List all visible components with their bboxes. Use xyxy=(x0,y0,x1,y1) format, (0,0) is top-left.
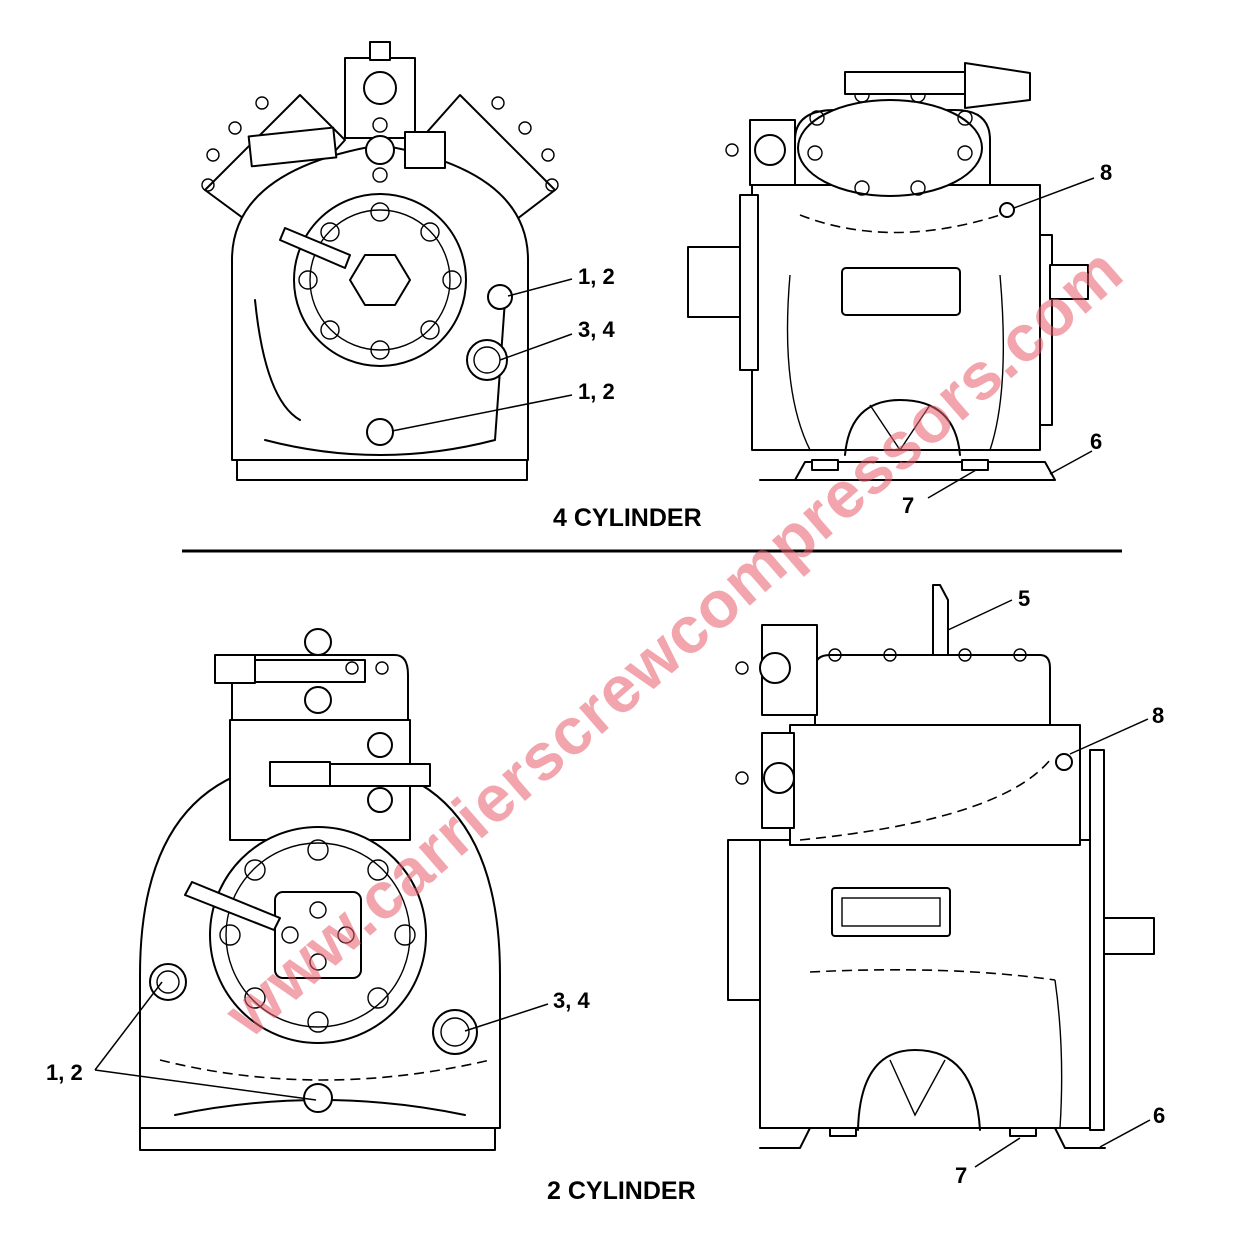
callout-4cyl-side-7: 7 xyxy=(902,493,914,518)
section-title-2-cylinder: 2 CYLINDER xyxy=(547,1177,696,1205)
two-cylinder-side-view xyxy=(727,584,1155,1149)
leader-lines xyxy=(94,177,1151,1168)
four-cylinder-front-view xyxy=(201,41,559,481)
callout-4cyl-side-6: 6 xyxy=(1090,429,1102,454)
callout-2cyl-front-1-2: 1, 2 xyxy=(46,1060,83,1085)
four-cylinder-side-view xyxy=(687,62,1089,481)
callout-4cyl-side-8: 8 xyxy=(1100,160,1112,185)
section-title-4-cylinder: 4 CYLINDER xyxy=(553,504,702,532)
callout-4cyl-front-3-4: 3, 4 xyxy=(578,317,615,342)
callout-4cyl-front-1-2-lower: 1, 2 xyxy=(578,379,615,404)
callout-2cyl-side-6: 6 xyxy=(1153,1103,1165,1128)
callout-4cyl-front-1-2-upper: 1, 2 xyxy=(578,264,615,289)
callout-2cyl-side-5: 5 xyxy=(1018,586,1030,611)
callout-2cyl-side-8: 8 xyxy=(1152,703,1164,728)
callout-2cyl-side-7: 7 xyxy=(955,1163,967,1188)
callout-2cyl-front-3-4: 3, 4 xyxy=(553,988,590,1013)
two-cylinder-front-view xyxy=(139,628,501,1151)
